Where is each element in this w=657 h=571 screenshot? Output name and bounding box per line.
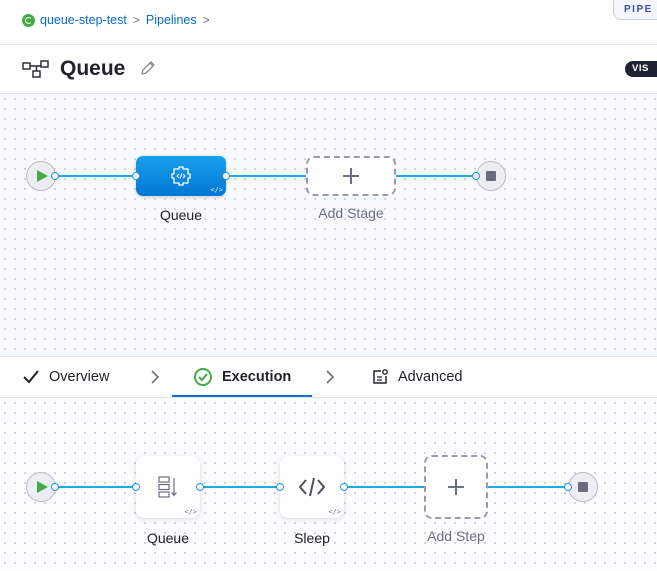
step-label-queue: Queue [146,530,190,546]
tab-overview-label: Overview [49,369,110,385]
play-icon [37,170,48,182]
checkmark-icon [23,370,39,383]
breadcrumb-separator: > [132,13,140,27]
start-output-port [51,172,59,180]
tab-advanced[interactable]: Advanced [371,357,463,397]
step-input-port [276,483,284,491]
end-input-port [472,172,480,180]
connector-line [56,486,136,488]
execution-start-node [26,472,56,502]
step-canvas[interactable]: </> Queue </> Sleep Add Step [0,398,657,571]
end-input-port [564,483,572,491]
check-circle-icon [194,368,212,386]
pipeline-icon [22,60,49,78]
pencil-icon[interactable] [139,59,157,77]
stage-canvas[interactable]: </> Queue Add Stage [0,94,657,356]
step-output-port [340,483,348,491]
tab-execution[interactable]: Execution [193,357,291,397]
tab-overview[interactable]: Overview [22,357,109,397]
pipeline-studio-tag: PIPE [613,0,657,20]
stage-input-port [132,172,140,180]
stage-label-queue: Queue [159,207,203,223]
tab-execution-label: Execution [222,369,292,385]
breadcrumb-pipelines-link[interactable]: Pipelines [145,13,197,27]
breadcrumb-project-link[interactable]: queue-step-test [40,13,127,27]
breadcrumb-bar: queue-step-test > Pipelines > PIPE [0,0,657,45]
code-icon [299,477,325,497]
active-tab-indicator [172,395,312,397]
step-label-sleep: Sleep [294,530,330,546]
stop-icon [486,171,496,181]
start-output-port [51,483,59,491]
queue-icon [158,476,177,498]
chevron-right-icon [151,370,160,384]
stop-icon [578,482,588,492]
add-step-label: Add Step [427,528,485,544]
code-badge: </> [184,508,197,516]
page-title: Queue [60,57,126,80]
step-input-port [132,483,140,491]
pipeline-tabs: Overview Execution Advanced [0,356,657,398]
plus-icon [343,168,359,184]
connector-line [200,486,280,488]
stage-output-port [222,172,230,180]
play-icon [37,481,48,493]
custom-stage-icon [171,166,191,186]
connector-line [226,175,306,177]
execution-end-node [568,472,598,502]
add-stage-button[interactable] [306,156,396,196]
code-badge: </> [328,508,341,516]
breadcrumb-separator-trailing: > [202,13,210,27]
connector-line [488,486,568,488]
tab-advanced-label: Advanced [398,369,463,385]
connector-line [344,486,425,488]
step-output-port [196,483,204,491]
advanced-settings-icon [373,369,388,384]
project-logo-icon [22,13,35,27]
connector-line [56,175,136,177]
connector-line [396,175,476,177]
plus-icon [448,479,464,495]
visual-yaml-toggle[interactable]: VIS [625,61,657,77]
chevron-right-icon [326,370,335,384]
pipeline-end-node [476,161,506,191]
stage-node-queue[interactable]: </> [136,156,226,196]
breadcrumb: queue-step-test > Pipelines > [22,13,216,27]
code-badge: </> [210,186,223,194]
step-node-sleep[interactable]: </> [280,456,344,518]
add-stage-label: Add Stage [318,205,384,221]
step-node-queue[interactable]: </> [136,456,200,518]
add-step-button[interactable] [424,455,488,519]
title-row: Queue VIS [0,45,657,94]
